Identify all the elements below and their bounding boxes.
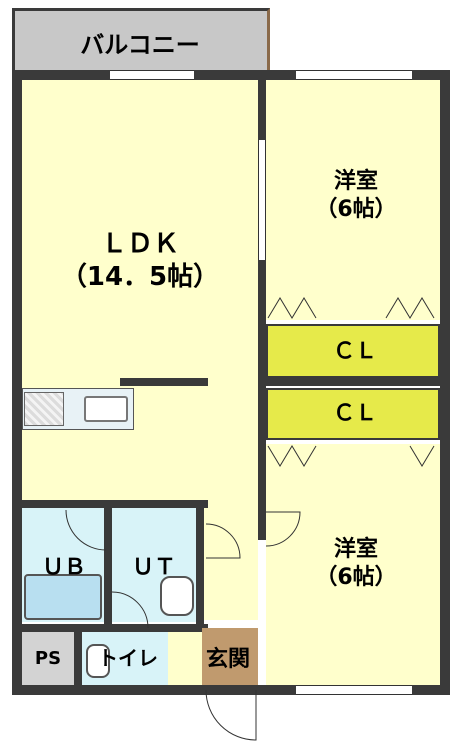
outer-wall-bottom (12, 685, 450, 695)
closet-divider (262, 378, 444, 386)
entrance-label: 玄関 (205, 647, 250, 672)
western-room-1 (266, 80, 440, 320)
balcony-window (110, 70, 194, 80)
outer-wall-top (12, 70, 442, 80)
wet-area-top-wall (12, 500, 208, 508)
ps-label: PS (34, 648, 62, 669)
entrance (202, 628, 258, 685)
closet-1-label: ＣＬ (332, 339, 377, 364)
bath-utility-wall (104, 508, 112, 626)
washbasin-icon (160, 576, 194, 616)
hallway (196, 500, 258, 620)
balcony-label: バルコニー (80, 31, 200, 59)
window-west2-bottom (296, 685, 412, 695)
window-west1-top (296, 70, 412, 80)
closet-2-doors (267, 445, 317, 467)
western-room-2-size: （6帖） (315, 564, 397, 590)
ldk-room (22, 80, 260, 500)
sink-icon (84, 396, 128, 422)
partition-kitchen (120, 378, 208, 386)
closet-1 (266, 324, 440, 378)
door-swing-bath (65, 509, 107, 551)
closet-1-doors-right (385, 297, 435, 319)
western-room-2-name: 洋室 (333, 537, 378, 562)
stove-icon (24, 392, 64, 426)
western-room-2-label: 洋室 （6帖） (286, 536, 426, 591)
ldk-name: ＬＤＫ (100, 229, 179, 259)
outer-wall-left (12, 70, 22, 695)
entrance-step (168, 632, 202, 685)
sliding-door-ldk-west1 (258, 140, 266, 260)
unit-bath-label: ＵＢ (41, 555, 86, 580)
ldk-size: （14．5帖） (60, 261, 220, 292)
western-room-2 (266, 444, 440, 685)
western-room-1-size: （6帖） (315, 196, 397, 222)
door-swing-entrance (205, 689, 257, 741)
western-room-1-name: 洋室 (333, 169, 378, 194)
western-room-1-label: 洋室 （6帖） (286, 168, 426, 223)
outer-wall-right (440, 70, 450, 695)
toilet-icon (86, 644, 110, 678)
door-swing-west2 (265, 511, 301, 547)
door-swing-hall (205, 523, 241, 559)
ldk-label: ＬＤＫ （14．5帖） (40, 228, 240, 293)
bathtub-icon (24, 574, 102, 620)
lower-wall (12, 624, 208, 632)
partition-ldk-west (258, 80, 266, 540)
toilet-label: トイレ (98, 646, 158, 670)
ps-space (22, 632, 74, 685)
closet-1-doors (267, 297, 317, 319)
ps-toilet-wall (74, 632, 82, 688)
closet-2 (266, 388, 440, 440)
closet-2-doors-right (409, 445, 435, 467)
closet-2-label: ＣＬ (332, 401, 377, 426)
utility-room-label: ＵＴ (131, 555, 176, 580)
wet-area-right-wall (196, 500, 204, 626)
door-swing-toilet (111, 591, 149, 629)
